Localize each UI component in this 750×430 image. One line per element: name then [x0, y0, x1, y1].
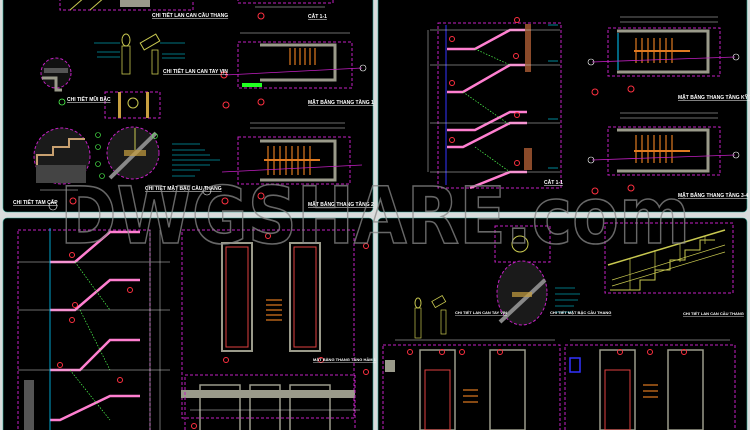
label-plan-basement: MẶT BẰNG THANG TẦNG HẦM 1: [313, 357, 377, 362]
plan-basement-1: [181, 229, 369, 430]
plan-technical-floor: [587, 16, 740, 96]
railing-detail-2: [604, 222, 734, 294]
label-plan-floor-1: MẶT BẰNG THANG TẦNG 1: [308, 98, 374, 106]
handrail-detail-2: [414, 225, 551, 339]
plan-floor-3-4: [587, 112, 740, 195]
label-entry-steps: CHI TIẾT TAM CẤP: [13, 199, 58, 206]
label-tread-detail-2: CHI TIẾT MẶT BẬC CẦU THANG: [550, 310, 611, 315]
panel-top-right: [377, 0, 748, 213]
tread-detail: [95, 126, 220, 196]
plan-floor-1: [220, 32, 367, 109]
drawing-labels: CHI TIẾT LAN CAN CẦU THANG CẮT 1-1 CHI T…: [13, 12, 750, 362]
label-section: CẮT 1-1: [308, 12, 327, 20]
panel-bottom-left: [2, 217, 374, 430]
plan-lower-right: [382, 339, 736, 430]
entry-steps-detail: [33, 127, 91, 211]
tread-detail-2: [496, 260, 580, 326]
railing-detail-top: [59, 0, 194, 11]
label-plan-floor-2: MẶT BẰNG THANG TẦNG 2: [308, 200, 374, 208]
label-handrail-detail-2: CHI TIẾT LAN CAN TAY VỊN: [455, 310, 507, 315]
nosing-detail: [40, 57, 72, 106]
label-plan-floor-3-4: MẶT BẰNG THANG TẦNG 3-4: [678, 191, 748, 199]
label-handrail-detail: CHI TIẾT LAN CAN TAY VỊN: [163, 68, 228, 75]
label-railing-detail-2: CHI TIẾT LAN CAN CẦU THANG: [683, 311, 744, 316]
plan-floor-2: [221, 122, 363, 205]
label-section-right: CẮT 1-1: [544, 178, 563, 186]
section-top-left: [237, 0, 334, 20]
label-tread-detail: CHI TIẾT MẶT BẬC CẦU THANG: [145, 185, 222, 192]
label-railing-detail: CHI TIẾT LAN CAN CẦU THANG: [152, 12, 228, 19]
handrail-detail: [94, 33, 185, 119]
watermark: DWGSHARE.com: [60, 172, 690, 262]
label-nosing-detail: CHI TIẾT MŨI BẬC: [67, 96, 111, 103]
section-1-1: [427, 17, 562, 190]
label-plan-technical: MẶT BẰNG THANG TẦNG KỸ THUẬT: [678, 93, 750, 101]
section-basement: [17, 228, 170, 430]
